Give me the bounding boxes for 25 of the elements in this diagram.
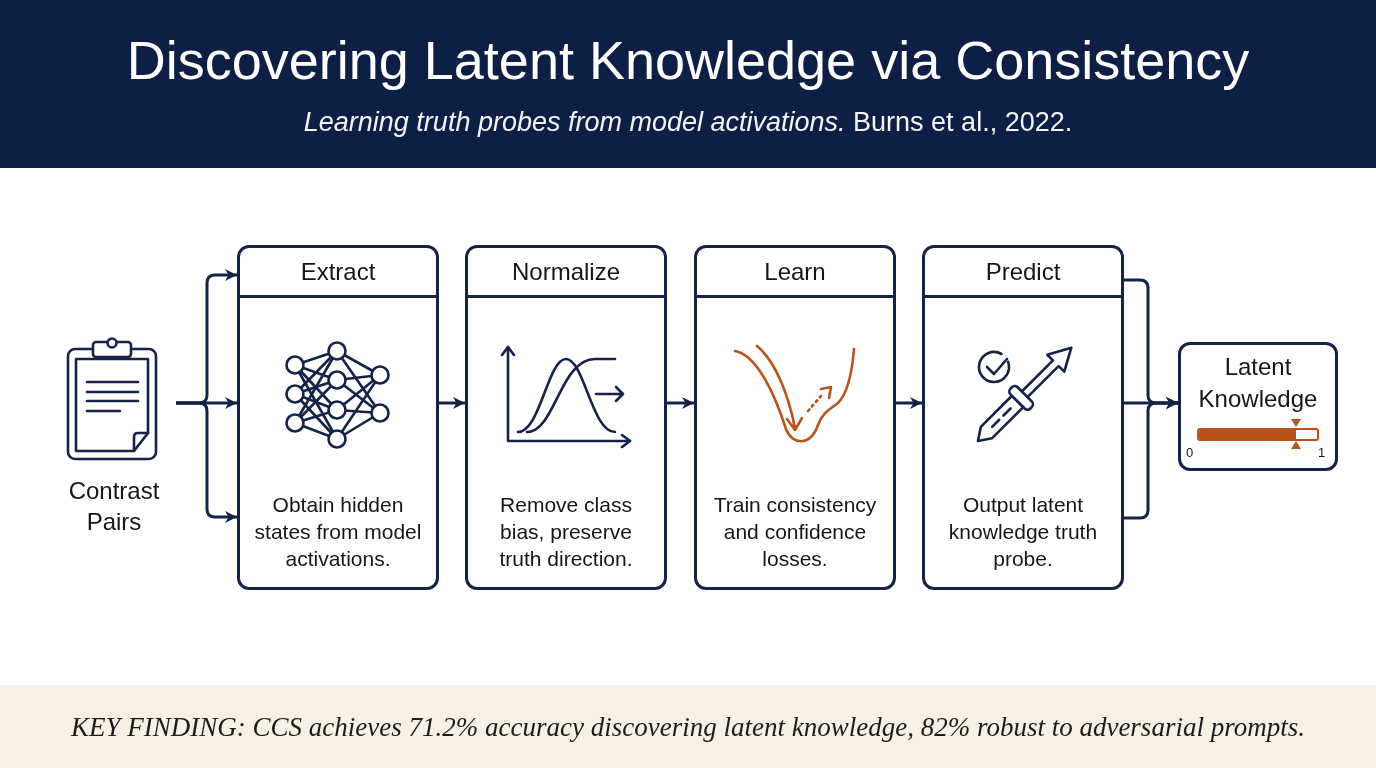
arrow <box>176 401 237 523</box>
stage-description: Obtain hidden states from model activations. <box>253 492 423 572</box>
stage-heading: Normalize <box>512 256 620 287</box>
scale-label: 0 <box>1186 445 1194 461</box>
stage-description: Train consistency and confidence losses. <box>712 492 878 572</box>
subtitle: Learning truth probes from model activations. Burns et al., 2022. <box>302 106 1074 139</box>
process-box <box>694 245 896 590</box>
process-box <box>237 245 439 590</box>
stage-description: Remove class bias, preserve truth direction. <box>498 492 634 572</box>
key-finding-note: KEY FINDING: CCS achieves 71.2% accuracy discovering latent knowledge, 82% robust to adversarial prompts. <box>71 710 1305 744</box>
process-box <box>465 245 667 590</box>
title: Discovering Latent Knowledge via Consistency <box>125 29 1251 92</box>
node-label: Contrast Pairs <box>67 476 161 537</box>
output-box <box>1178 342 1338 471</box>
arrow <box>667 397 694 409</box>
output-label: Latent Knowledge <box>1197 352 1319 414</box>
process-box <box>922 245 1124 590</box>
stage-heading: Predict <box>985 256 1061 287</box>
arrow <box>1124 397 1178 520</box>
scale-label: 1 <box>1318 445 1326 461</box>
arrow <box>439 397 465 409</box>
stage-heading: Extract <box>300 256 376 287</box>
stage-heading: Learn <box>764 256 826 287</box>
stage-description: Output latent knowledge truth probe. <box>947 492 1099 572</box>
arrow <box>896 397 922 409</box>
